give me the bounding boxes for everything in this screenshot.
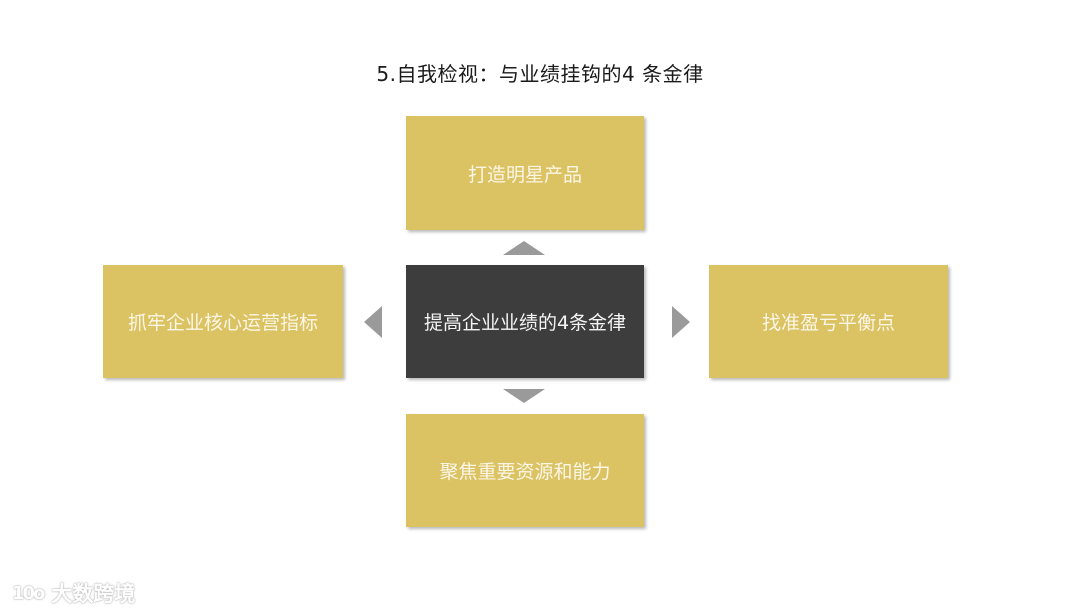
arrow-down-icon xyxy=(503,389,545,403)
rule-box-left: 抓牢企业核心运营指标 xyxy=(103,265,343,378)
rule-box-bottom: 聚焦重要资源和能力 xyxy=(406,414,644,527)
watermark: 10o 大数跨境 xyxy=(12,578,135,608)
center-box: 提高企业业绩的4条金律 xyxy=(406,265,644,378)
arrow-left-icon xyxy=(364,306,382,338)
slide-title: 5.自我检视：与业绩挂钩的4 条金律 xyxy=(376,62,704,86)
rule-label-left: 抓牢企业核心运营指标 xyxy=(127,312,318,334)
rule-label-bottom: 聚焦重要资源和能力 xyxy=(439,461,611,483)
rule-label-right: 找准盈亏平衡点 xyxy=(761,312,895,334)
watermark-logo-icon: 10o xyxy=(12,582,45,604)
watermark-text: 大数跨境 xyxy=(51,582,136,606)
rule-box-top: 打造明星产品 xyxy=(406,116,644,230)
rule-label-top: 打造明星产品 xyxy=(467,163,582,186)
rule-box-right: 找准盈亏平衡点 xyxy=(709,265,948,378)
arrow-up-icon xyxy=(503,241,545,255)
arrow-right-icon xyxy=(672,306,690,338)
center-label: 提高企业业绩的4条金律 xyxy=(423,312,627,334)
